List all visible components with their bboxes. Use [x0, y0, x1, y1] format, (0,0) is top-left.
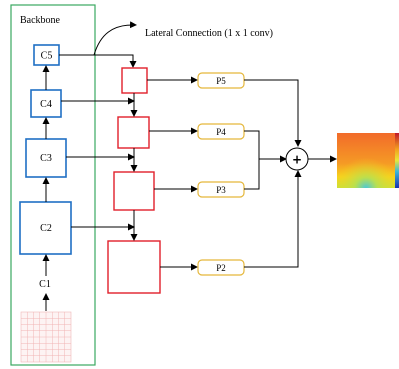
lateral-connection-label: Lateral Connection (1 x 1 conv)	[145, 28, 273, 39]
pyramid-label-p3: P3	[216, 185, 226, 195]
grid-image-icon	[20, 311, 72, 363]
backbone-label-c3: C3	[40, 153, 52, 164]
pyramid-label-p2: P2	[216, 263, 226, 273]
backbone-block-c2	[19, 201, 72, 255]
merge-path-p5	[244, 79, 302, 147]
lateral-c5	[59, 54, 137, 68]
backbone-label-c2: C2	[40, 223, 52, 234]
heatmap-output-icon	[337, 133, 399, 188]
backbone-panel	[10, 4, 96, 366]
top-down-block-m4	[117, 116, 150, 149]
top-down-block-m2	[107, 240, 161, 294]
pyramid-label-p5: P5	[216, 76, 226, 86]
pyramid-label-p4: P4	[216, 127, 226, 137]
top-down-block-m5	[121, 67, 148, 94]
backbone-title: Backbone	[20, 15, 61, 26]
merge-path-p2	[244, 170, 302, 268]
lateral-curve-arrow	[93, 21, 137, 56]
top-down-block-m3	[113, 171, 155, 211]
backbone-label-c1: C1	[39, 279, 51, 290]
merge-sum-symbol: +	[292, 153, 302, 167]
merge-path-p4-p3	[244, 130, 286, 190]
backbone-label-c5: C5	[41, 51, 53, 62]
backbone-label-c4: C4	[40, 99, 52, 110]
